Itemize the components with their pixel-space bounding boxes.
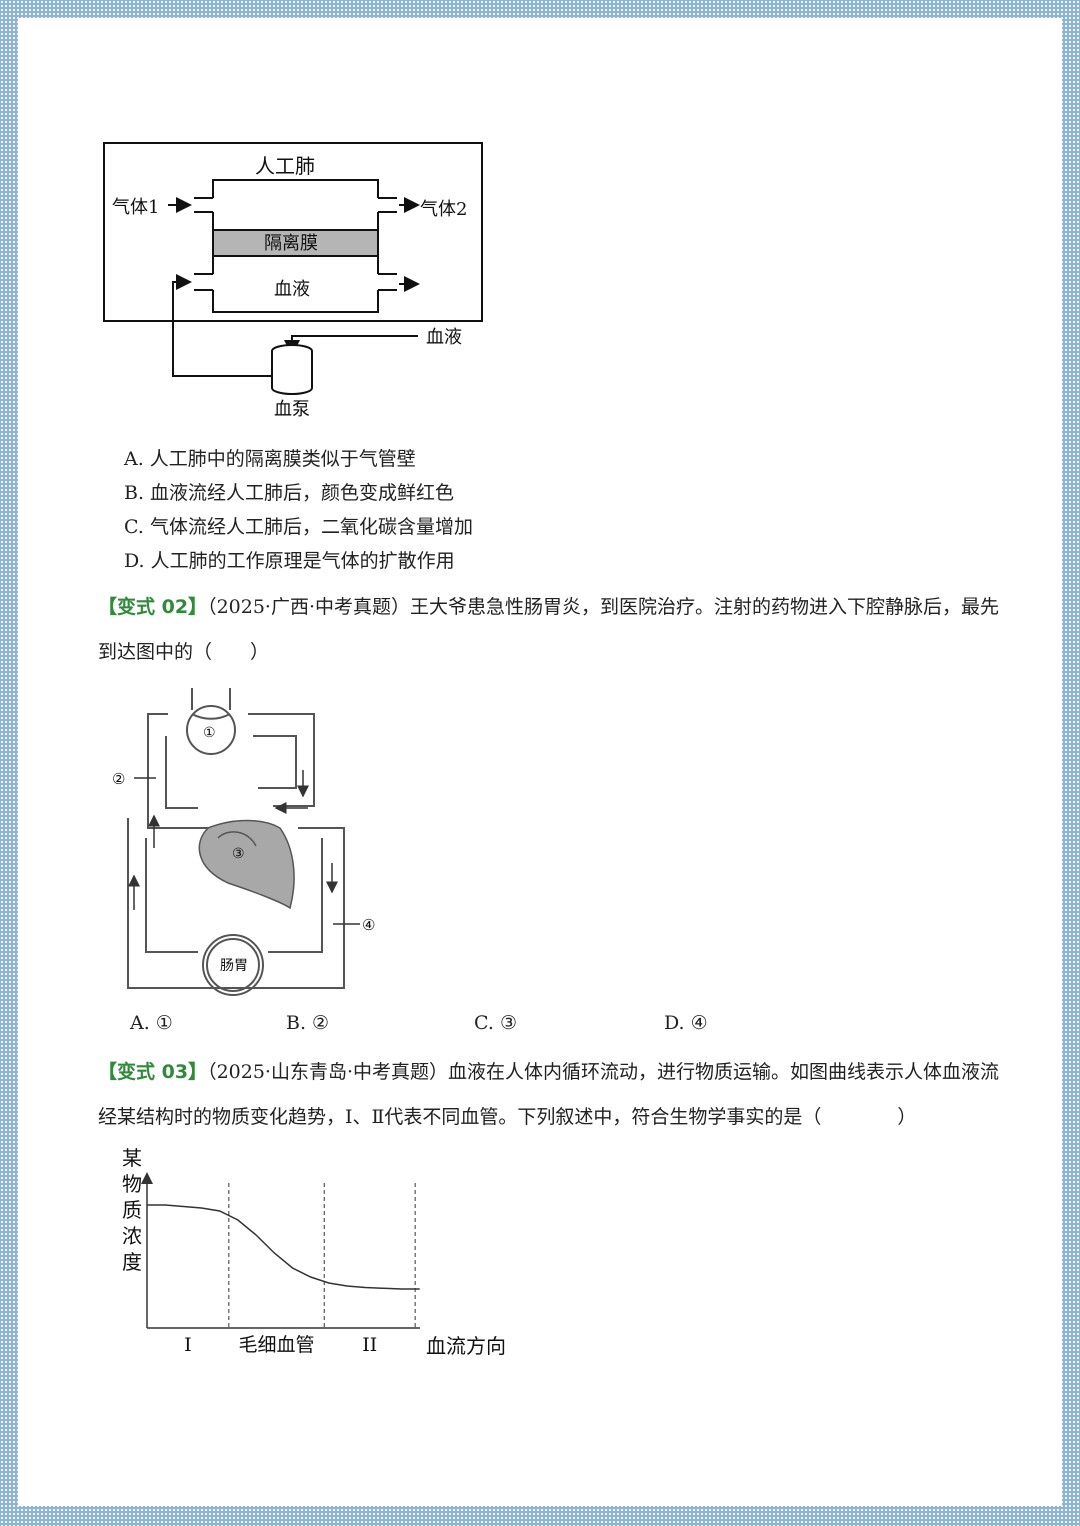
region-label-i: I: [184, 1334, 192, 1356]
label-gas2: 气体2: [420, 199, 467, 220]
y-axis-label-char: 物: [122, 1172, 142, 1196]
q2-option-a: A. ①: [130, 1012, 173, 1034]
label-n4: ④: [362, 916, 375, 934]
q2-option-d: D. ④: [664, 1012, 708, 1034]
outer-frame: [103, 142, 483, 322]
q1-option-c: C. 气体流经人工肺后，二氧化碳含量增加: [124, 516, 473, 538]
concentration-curve: [147, 1204, 420, 1290]
q2-tag: 【变式 02】: [98, 596, 208, 618]
y-axis-label-char: 某: [122, 1146, 142, 1170]
label-n1: ①: [203, 725, 216, 741]
q2-option-c: C. ③: [474, 1012, 517, 1034]
q3-line1: 【变式 03】（2025·山东青岛·中考真题）血液在人体内循环流动，进行物质运输…: [98, 1061, 999, 1083]
label-blood-in: 血液: [426, 327, 462, 348]
page: 人工肺 气体1 气体2 隔离膜 血液 血液 血泵 A. 人工肺中的隔离膜类似于气…: [18, 18, 1062, 1506]
q3-line2: 经某结构时的物质变化趋势，Ⅰ、Ⅱ代表不同血管。下列叙述中，符合生物学事实的是（ …: [98, 1106, 917, 1128]
q2-option-b: B. ②: [286, 1012, 330, 1034]
region-label-ii: II: [362, 1334, 377, 1356]
heart-shape: [198, 819, 295, 910]
q2-line2: 到达图中的（ ）: [98, 641, 270, 663]
y-axis-label-char: 质: [122, 1198, 142, 1222]
artificial-lung-diagram: 人工肺 气体1 气体2 隔离膜 血液 血液 血泵: [103, 142, 483, 420]
membrane-rect: [212, 229, 379, 257]
q1-option-d: D. 人工肺的工作原理是气体的扩散作用: [124, 550, 455, 572]
label-membrane: 隔离膜: [264, 233, 318, 254]
region-label-capillary: 毛细血管: [239, 1334, 315, 1356]
label-pump: 血泵: [274, 399, 310, 420]
q2-line1: 【变式 02】（2025·广西·中考真题）王大爷患急性肠胃炎，到医院治疗。注射的…: [98, 596, 999, 618]
label-organ: 肠胃: [220, 958, 248, 974]
label-n2: ②: [112, 770, 125, 788]
circulation-diagram: ① ② ③ ④ 肠胃: [112, 688, 375, 996]
y-axis-label-char: 浓: [122, 1224, 142, 1248]
y-axis-label-char: 度: [122, 1250, 142, 1274]
label-blood-inner: 血液: [274, 279, 310, 300]
label-gas1: 气体1: [112, 197, 159, 218]
label-lung: 人工肺: [255, 154, 315, 178]
q3-tag: 【变式 03】: [98, 1061, 208, 1083]
q1-option-a: A. 人工肺中的隔离膜类似于气管壁: [124, 448, 416, 470]
label-n3: ③: [232, 846, 245, 862]
x-axis-label: 血流方向: [426, 1334, 506, 1358]
q1-option-b: B. 血液流经人工肺后，颜色变成鲜红色: [124, 482, 455, 504]
